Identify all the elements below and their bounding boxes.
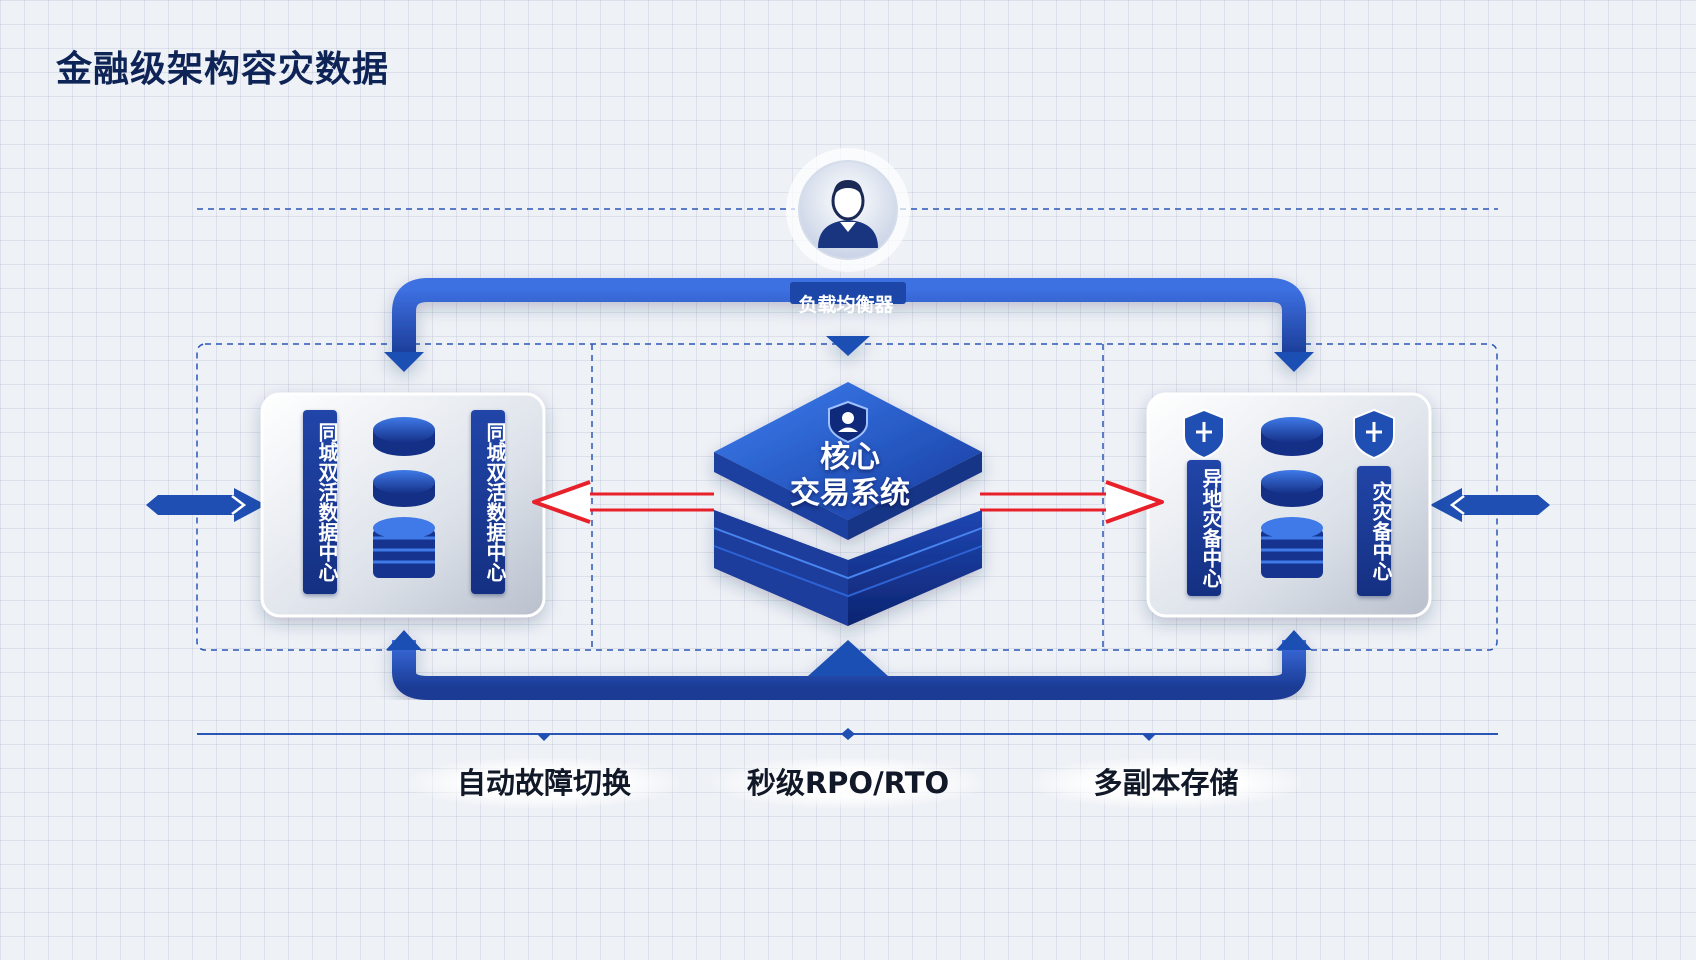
database-stack-icon [1261,417,1323,578]
load-balancer-bar [384,278,1314,372]
core-system-label: 核心 交易系统 [740,440,960,512]
core-system-cube [713,382,983,626]
feature-rpo-rto: 秒级RPO/RTO [713,758,983,808]
right-inbound-arrow [1430,488,1550,522]
shield-icon [1183,408,1225,460]
replication-arrow-left [532,480,714,524]
feature-multi-replica: 多副本存储 [1031,758,1301,808]
left-dc-label-a: 同城双活数据中心 [303,410,339,594]
right-dc-label-b: 灾灾备中心 [1357,466,1393,596]
feature-auto-failover: 自动故障切换 [409,758,679,808]
page-title: 金融级架构容灾数据 [56,49,390,90]
right-dc-label-a: 异地灾备中心 [1187,460,1223,596]
load-balancer-label: 负载均衡器 [798,294,894,316]
user-avatar-icon [786,148,910,272]
failover-return-bar [386,630,1312,700]
database-stack-icon [373,417,435,578]
replication-arrow-right [980,480,1164,524]
shield-icon [828,400,868,444]
bottom-guide-line [197,728,1498,741]
core-label-line2: 交易系统 [790,476,910,511]
left-dc-label-b: 同城双活数据中心 [471,410,507,594]
left-inbound-arrow [146,488,266,522]
shield-icon [1353,408,1395,460]
core-label-line1: 核心 [820,440,880,475]
